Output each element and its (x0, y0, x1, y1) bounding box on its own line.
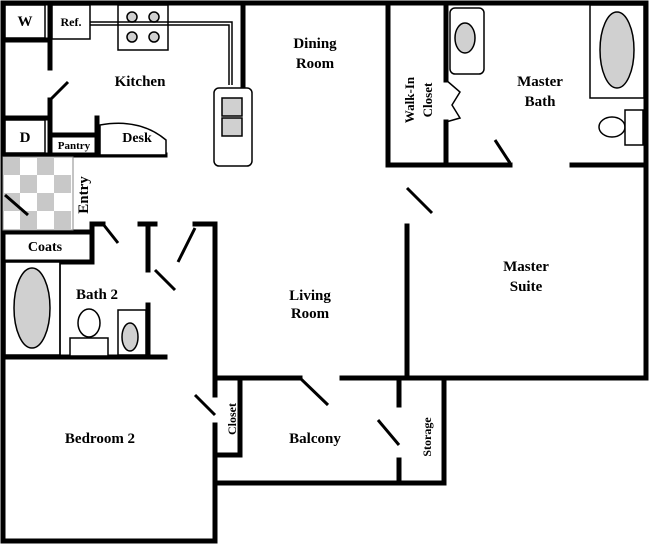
bedroom-2-label: Bedroom 2 (64, 431, 136, 447)
master-bath-fixtures (445, 4, 645, 146)
living-room-label-line2: Room (290, 306, 330, 322)
washer-label: W (17, 14, 33, 30)
washer-box (4, 4, 46, 39)
master-bath-label-line2: Bath (524, 94, 556, 110)
desk-label: Desk (122, 131, 152, 146)
stove (117, 4, 169, 51)
walk-in-closet-label-line2: Closet (420, 82, 435, 118)
kitchen-label: Kitchen (114, 74, 166, 90)
master-suite-label-line2: Suite (509, 279, 543, 295)
door-swings (4, 80, 512, 446)
bath2-fixtures (4, 261, 147, 357)
refrigerator-label: Ref. (60, 15, 82, 29)
master-suite-label-line1: Master (503, 259, 549, 275)
balcony-label: Balcony (289, 431, 341, 447)
dining-room-label-line2: Room (295, 56, 335, 72)
bath-2-label: Bath 2 (75, 287, 119, 303)
dryer-box (4, 119, 46, 154)
master-bath-label-line1: Master (517, 74, 563, 90)
kitchen-fixtures (4, 4, 253, 167)
desk-counter (99, 122, 167, 156)
coats-label: Coats (27, 240, 63, 255)
dining-room-label-line1: Dining (293, 36, 337, 52)
living-room-label-line1: Living (289, 288, 331, 304)
pantry-label: Pantry (57, 140, 91, 152)
dryer-label: D (19, 130, 31, 146)
entry-label: Entry (76, 176, 92, 214)
entry-tile-floor (2, 156, 74, 231)
closet-label: Closet (225, 403, 239, 435)
storage-label: Storage (420, 417, 434, 457)
walk-in-closet-label-line1: Walk-In (402, 76, 417, 124)
